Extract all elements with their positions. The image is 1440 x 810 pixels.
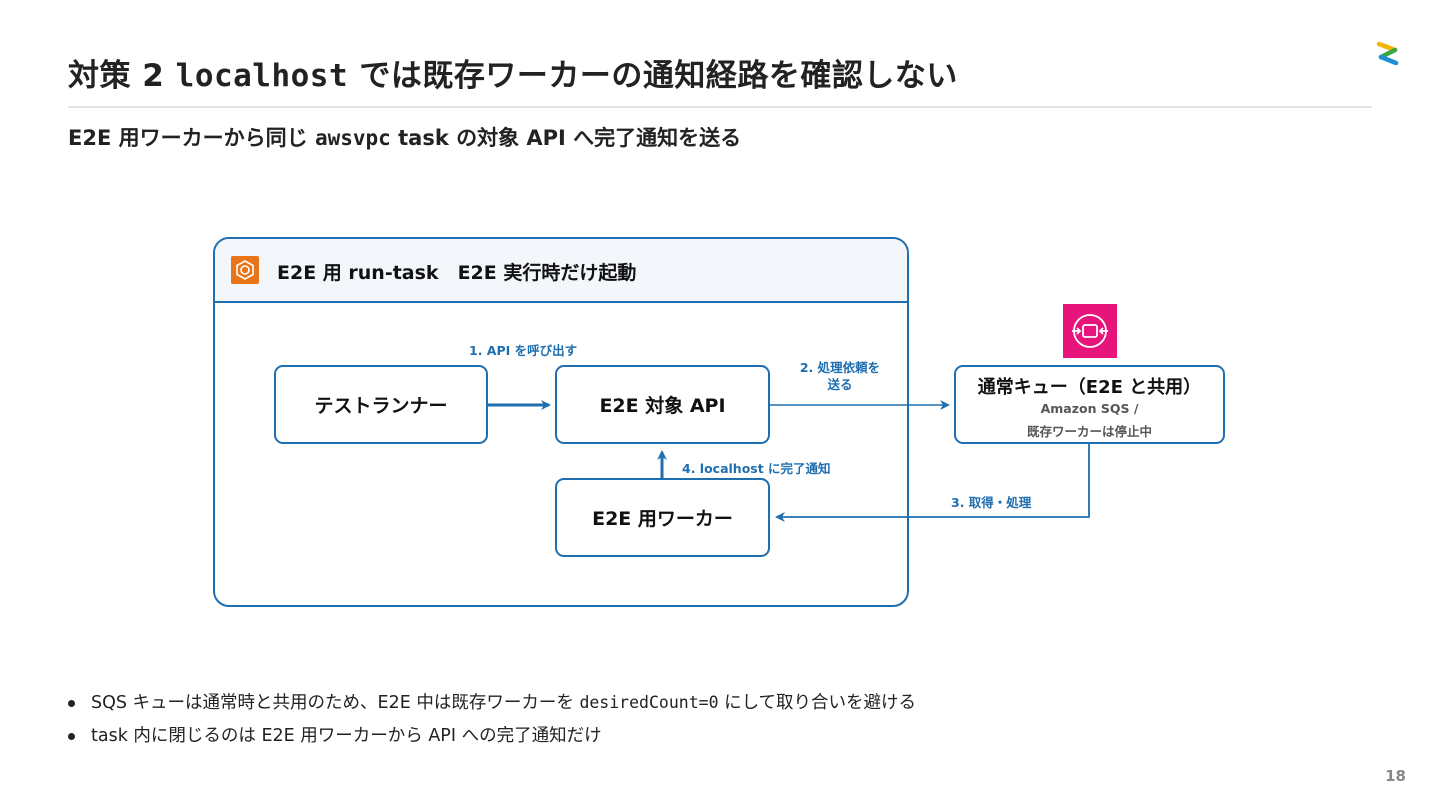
- subtitle-prefix: E2E 用ワーカーから同じ: [68, 126, 315, 150]
- note-2-text: task 内に閉じるのは E2E 用ワーカーから API への完了通知だけ: [91, 726, 602, 746]
- slide-subtitle: E2E 用ワーカーから同じ awsvpc task の対象 API へ完了通知を…: [68, 122, 741, 152]
- page-number: 18: [1385, 767, 1406, 785]
- brand-logo-icon: [1376, 41, 1399, 66]
- title-divider: [68, 106, 1372, 108]
- ecs-task-icon: [231, 256, 259, 284]
- standard-queue-node: 通常キュー（E2E と共用） Amazon SQS / 既存ワーカーは停止中: [954, 365, 1225, 444]
- queue-subtitle-status: 既存ワーカーは停止中: [1026, 424, 1152, 439]
- subtitle-suffix: task の対象 API へ完了通知を送る: [390, 126, 742, 150]
- edge-label-fetch-process: 3. 取得・処理: [951, 495, 1032, 510]
- note-1-prefix: SQS キューは通常時と共用のため、E2E 中は既存ワーカーを: [91, 693, 580, 713]
- e2e-worker-node: E2E 用ワーカー: [555, 478, 770, 557]
- edge-label-send-request-1: 2. 処理依頼を: [799, 360, 881, 375]
- queue-title: 通常キュー（E2E と共用）: [977, 377, 1202, 398]
- title-code: localhost: [175, 58, 349, 94]
- e2e-target-api-node: E2E 対象 API: [555, 365, 770, 444]
- run-task-group-title: E2E 用 run-task E2E 実行時だけ起動: [277, 262, 637, 284]
- title-prefix: 対策 2: [68, 58, 176, 94]
- amazon-sqs-icon: [1063, 304, 1117, 358]
- note-1-code: desiredCount=0: [579, 693, 719, 712]
- test-runner-node: テストランナー: [274, 365, 488, 444]
- edge-label-notify-complete: 4. localhost に完了通知: [682, 461, 831, 476]
- queue-subtitle-service: Amazon SQS /: [1040, 401, 1139, 416]
- notes-list: SQS キューは通常時と共用のため、E2E 中は既存ワーカーを desiredC…: [68, 690, 916, 756]
- note-item-1: SQS キューは通常時と共用のため、E2E 中は既存ワーカーを desiredC…: [68, 690, 916, 723]
- run-task-group-header: E2E 用 run-task E2E 実行時だけ起動: [215, 239, 907, 303]
- edge-label-call-api: 1. API を呼び出す: [469, 343, 578, 358]
- subtitle-code: awsvpc: [314, 126, 391, 150]
- run-task-group: E2E 用 run-task E2E 実行時だけ起動: [213, 237, 909, 607]
- edge-label-send-request-2: 送る: [827, 377, 853, 392]
- note-1-suffix: にして取り合いを避ける: [718, 693, 917, 713]
- title-suffix: では既存ワーカーの通知経路を確認しない: [348, 58, 958, 94]
- note-item-2: task 内に閉じるのは E2E 用ワーカーから API への完了通知だけ: [68, 723, 916, 756]
- slide-title: 対策 2 localhost では既存ワーカーの通知経路を確認しない: [68, 50, 958, 95]
